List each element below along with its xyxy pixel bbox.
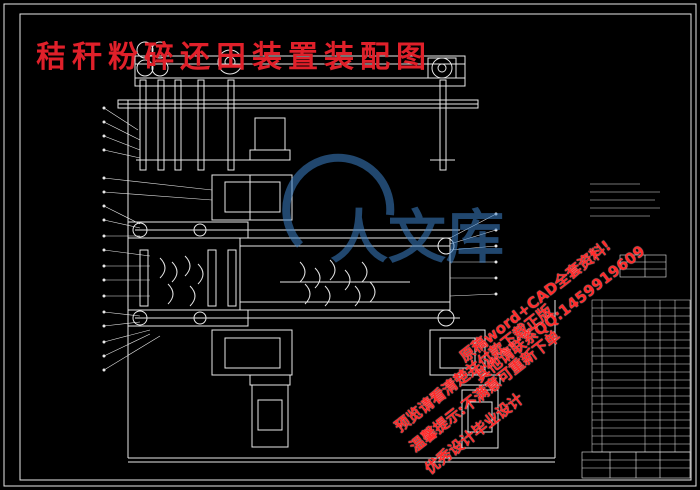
base-frame bbox=[127, 100, 556, 463]
drawing-title: 秸秆粉碎还田装置装配图 bbox=[36, 40, 432, 75]
main-shaft-area bbox=[127, 221, 460, 327]
gearbox-upper bbox=[211, 117, 293, 221]
gearbox-right bbox=[429, 329, 501, 449]
balloon-dots bbox=[102, 106, 498, 372]
inner-frame bbox=[19, 13, 692, 481]
frame-rail bbox=[117, 99, 479, 109]
parts-list bbox=[591, 299, 691, 453]
outer-frame bbox=[3, 3, 697, 487]
technical-notes bbox=[590, 183, 660, 217]
watermark-text: 人文库 bbox=[330, 203, 505, 271]
belt-drive-top bbox=[134, 41, 466, 87]
gearbox-lower bbox=[211, 329, 293, 448]
spec-table bbox=[619, 254, 667, 278]
chopper-blades bbox=[159, 255, 410, 307]
title-block bbox=[581, 451, 691, 479]
vertical-shafts bbox=[136, 79, 455, 171]
leader-lines bbox=[103, 107, 497, 371]
watermark-logo bbox=[282, 153, 395, 248]
